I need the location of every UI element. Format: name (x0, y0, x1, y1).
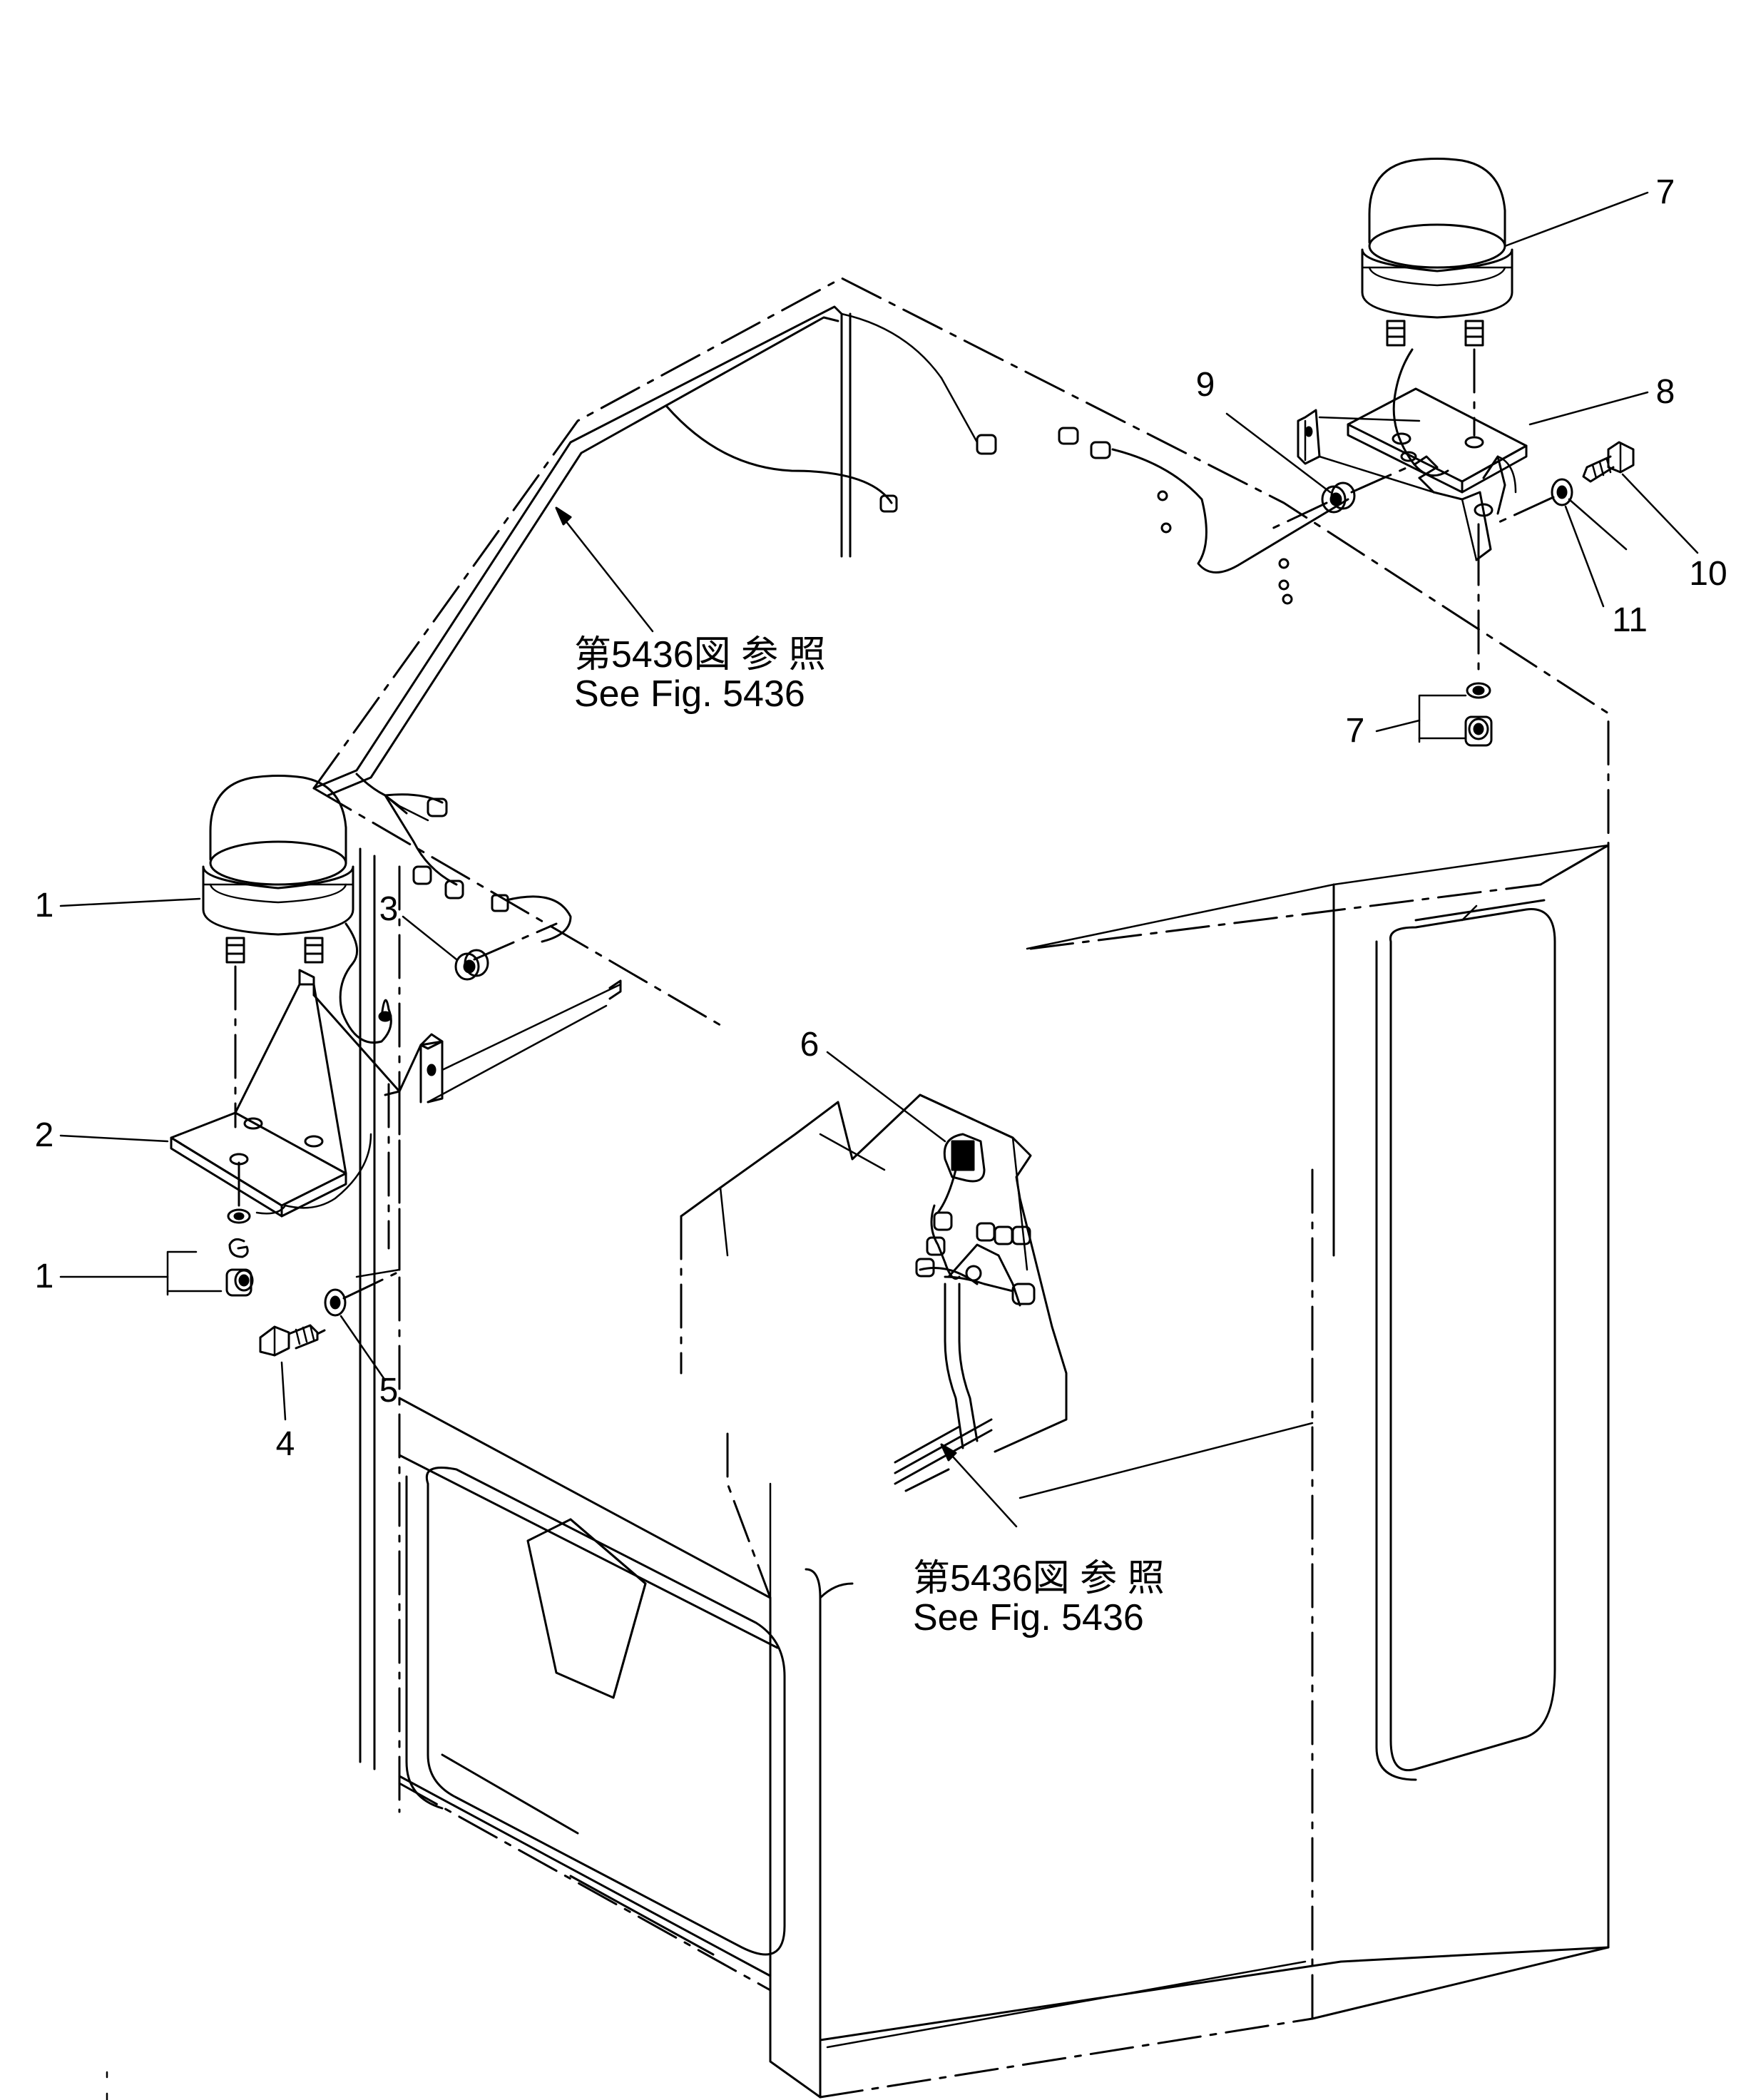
callout-9: 9 (1196, 366, 1215, 404)
callout-5: 5 (379, 1372, 399, 1410)
right-washer (1493, 478, 1573, 526)
callout-8: 8 (1656, 373, 1675, 411)
roof-harness (312, 305, 1349, 943)
cab-console-box (680, 1094, 1068, 1453)
cab-roof-outline (312, 277, 1610, 886)
callout-11: 11 (1612, 601, 1648, 639)
left-grommet (454, 922, 558, 981)
left-warning-lamp-assembly (170, 775, 622, 1357)
left-lamp-bracket (170, 969, 622, 1278)
wiper-motor (526, 1518, 647, 1699)
left-bolt (259, 1324, 326, 1357)
console-harness (915, 1168, 1036, 1449)
reference-upper: 第5436図 参 照 See Fig. 5436 (574, 634, 826, 715)
cab-right-side (1311, 844, 1610, 2020)
cab-right-window (1389, 908, 1556, 1771)
callout-1-lamp: 1 (35, 887, 54, 924)
reference-upper-en: See Fig. 5436 (574, 673, 805, 715)
cab-body (312, 277, 1610, 2099)
left-lamp-nut-washer (225, 1133, 372, 1297)
callout-7-nut: 7 (1346, 712, 1365, 750)
reference-lower: 第5436図 参 照 See Fig. 5436 (913, 1558, 1165, 1638)
callout-6: 6 (800, 1026, 820, 1064)
cab-front-frame (398, 1397, 822, 2099)
callout-7-lamp: 7 (1656, 173, 1675, 211)
left-rotary-lamp (202, 775, 392, 1128)
right-lamp-bracket (1297, 387, 1528, 747)
callout-10: 10 (1689, 555, 1727, 593)
warning-lamp-switch (943, 1133, 986, 1183)
callout-4: 4 (276, 1425, 295, 1463)
callout-3: 3 (379, 890, 399, 928)
callout-2: 2 (35, 1116, 54, 1154)
right-bolt (1582, 441, 1635, 483)
reference-lower-en: See Fig. 5436 (913, 1597, 1144, 1638)
right-warning-lamp-assembly (1265, 158, 1635, 747)
leader-lines (59, 191, 1699, 1528)
reference-lower-jp: 第5436図 参 照 (913, 1558, 1165, 1599)
cab-front-window (426, 1467, 786, 1956)
callout-1-nut: 1 (35, 1258, 54, 1295)
reference-upper-jp: 第5436図 参 照 (574, 634, 826, 676)
right-grommet (1265, 462, 1417, 533)
left-washer (324, 1272, 397, 1317)
